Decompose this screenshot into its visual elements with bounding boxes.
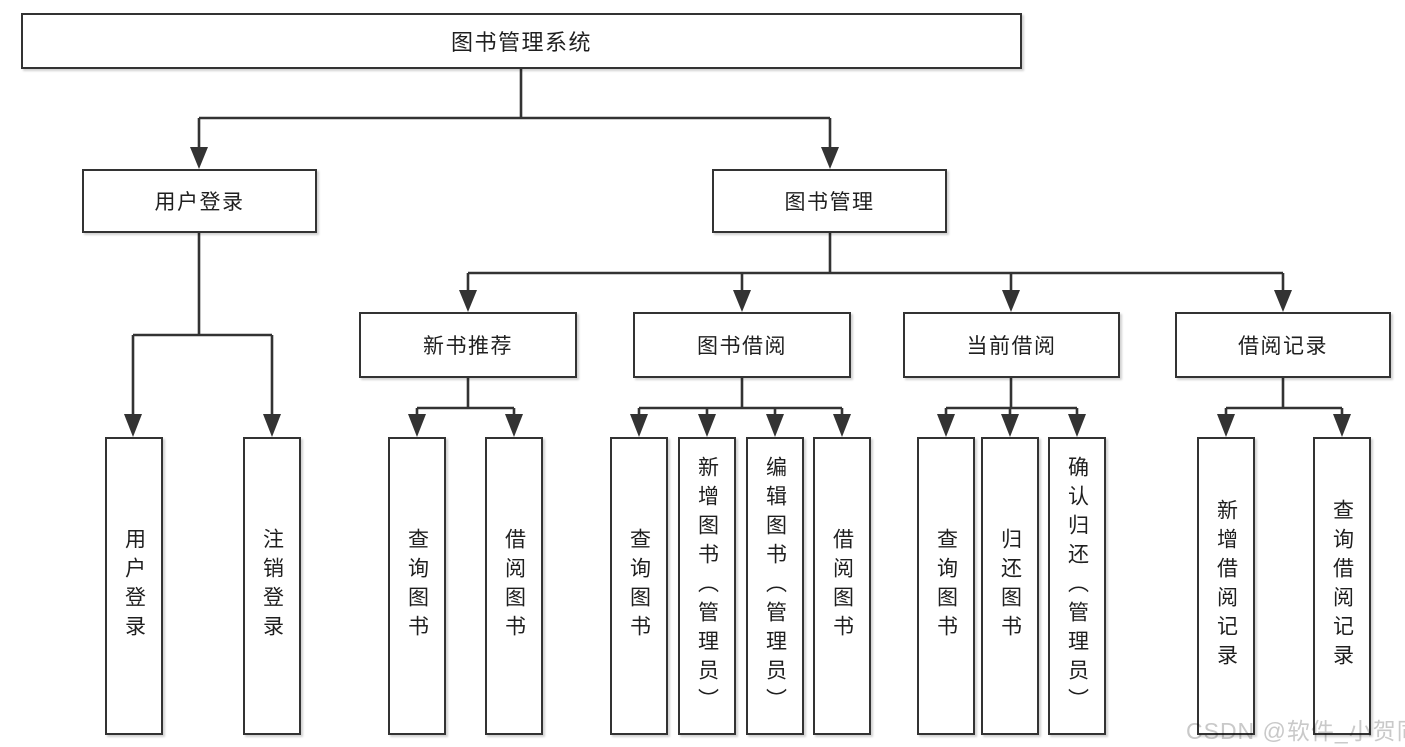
leaf-label: 新增借阅记录 [1214, 499, 1238, 673]
leaf-label: 查询借阅记录 [1330, 499, 1354, 673]
leaf-logout: 注销登录 [243, 437, 301, 735]
leaf-label: 确认归还（管理员） [1065, 455, 1089, 717]
leaf-label: 归还图书 [998, 528, 1022, 644]
leaf-recommend-borrow-books: 借阅图书 [485, 437, 543, 735]
node-current-borrow: 当前借阅 [903, 312, 1120, 378]
leaf-recommend-query-books: 查询图书 [388, 437, 446, 735]
leaf-label: 查询图书 [405, 528, 429, 644]
node-new-book-recommend: 新书推荐 [359, 312, 577, 378]
leaf-current-return-books: 归还图书 [981, 437, 1039, 735]
leaf-label: 查询图书 [627, 528, 651, 644]
leaf-borrow-edit-books-admin: 编辑图书（管理员） [746, 437, 804, 735]
leaf-label: 查询图书 [934, 528, 958, 644]
leaf-user-login: 用户登录 [105, 437, 163, 735]
leaf-label: 新增图书（管理员） [695, 455, 719, 717]
leaf-label: 注销登录 [260, 528, 284, 644]
node-book-management: 图书管理 [712, 169, 947, 233]
node-user-login: 用户登录 [82, 169, 317, 233]
leaf-label: 用户登录 [122, 528, 146, 644]
leaf-label: 编辑图书（管理员） [763, 455, 787, 717]
leaf-label: 借阅图书 [502, 528, 526, 644]
node-borrow-records: 借阅记录 [1175, 312, 1391, 378]
leaf-borrow-borrow-books: 借阅图书 [813, 437, 871, 735]
leaf-label: 借阅图书 [830, 528, 854, 644]
node-book-management-system: 图书管理系统 [21, 13, 1022, 69]
node-book-borrow: 图书借阅 [633, 312, 851, 378]
csdn-watermark: CSDN @软件_小贺同学 [1186, 718, 1405, 744]
leaf-borrow-query-books: 查询图书 [610, 437, 668, 735]
leaf-current-confirm-return-admin: 确认归还（管理员） [1048, 437, 1106, 735]
leaf-borrow-add-books-admin: 新增图书（管理员） [678, 437, 736, 735]
leaf-records-add-record: 新增借阅记录 [1197, 437, 1255, 735]
leaf-records-query-record: 查询借阅记录 [1313, 437, 1371, 735]
leaf-current-query-books: 查询图书 [917, 437, 975, 735]
